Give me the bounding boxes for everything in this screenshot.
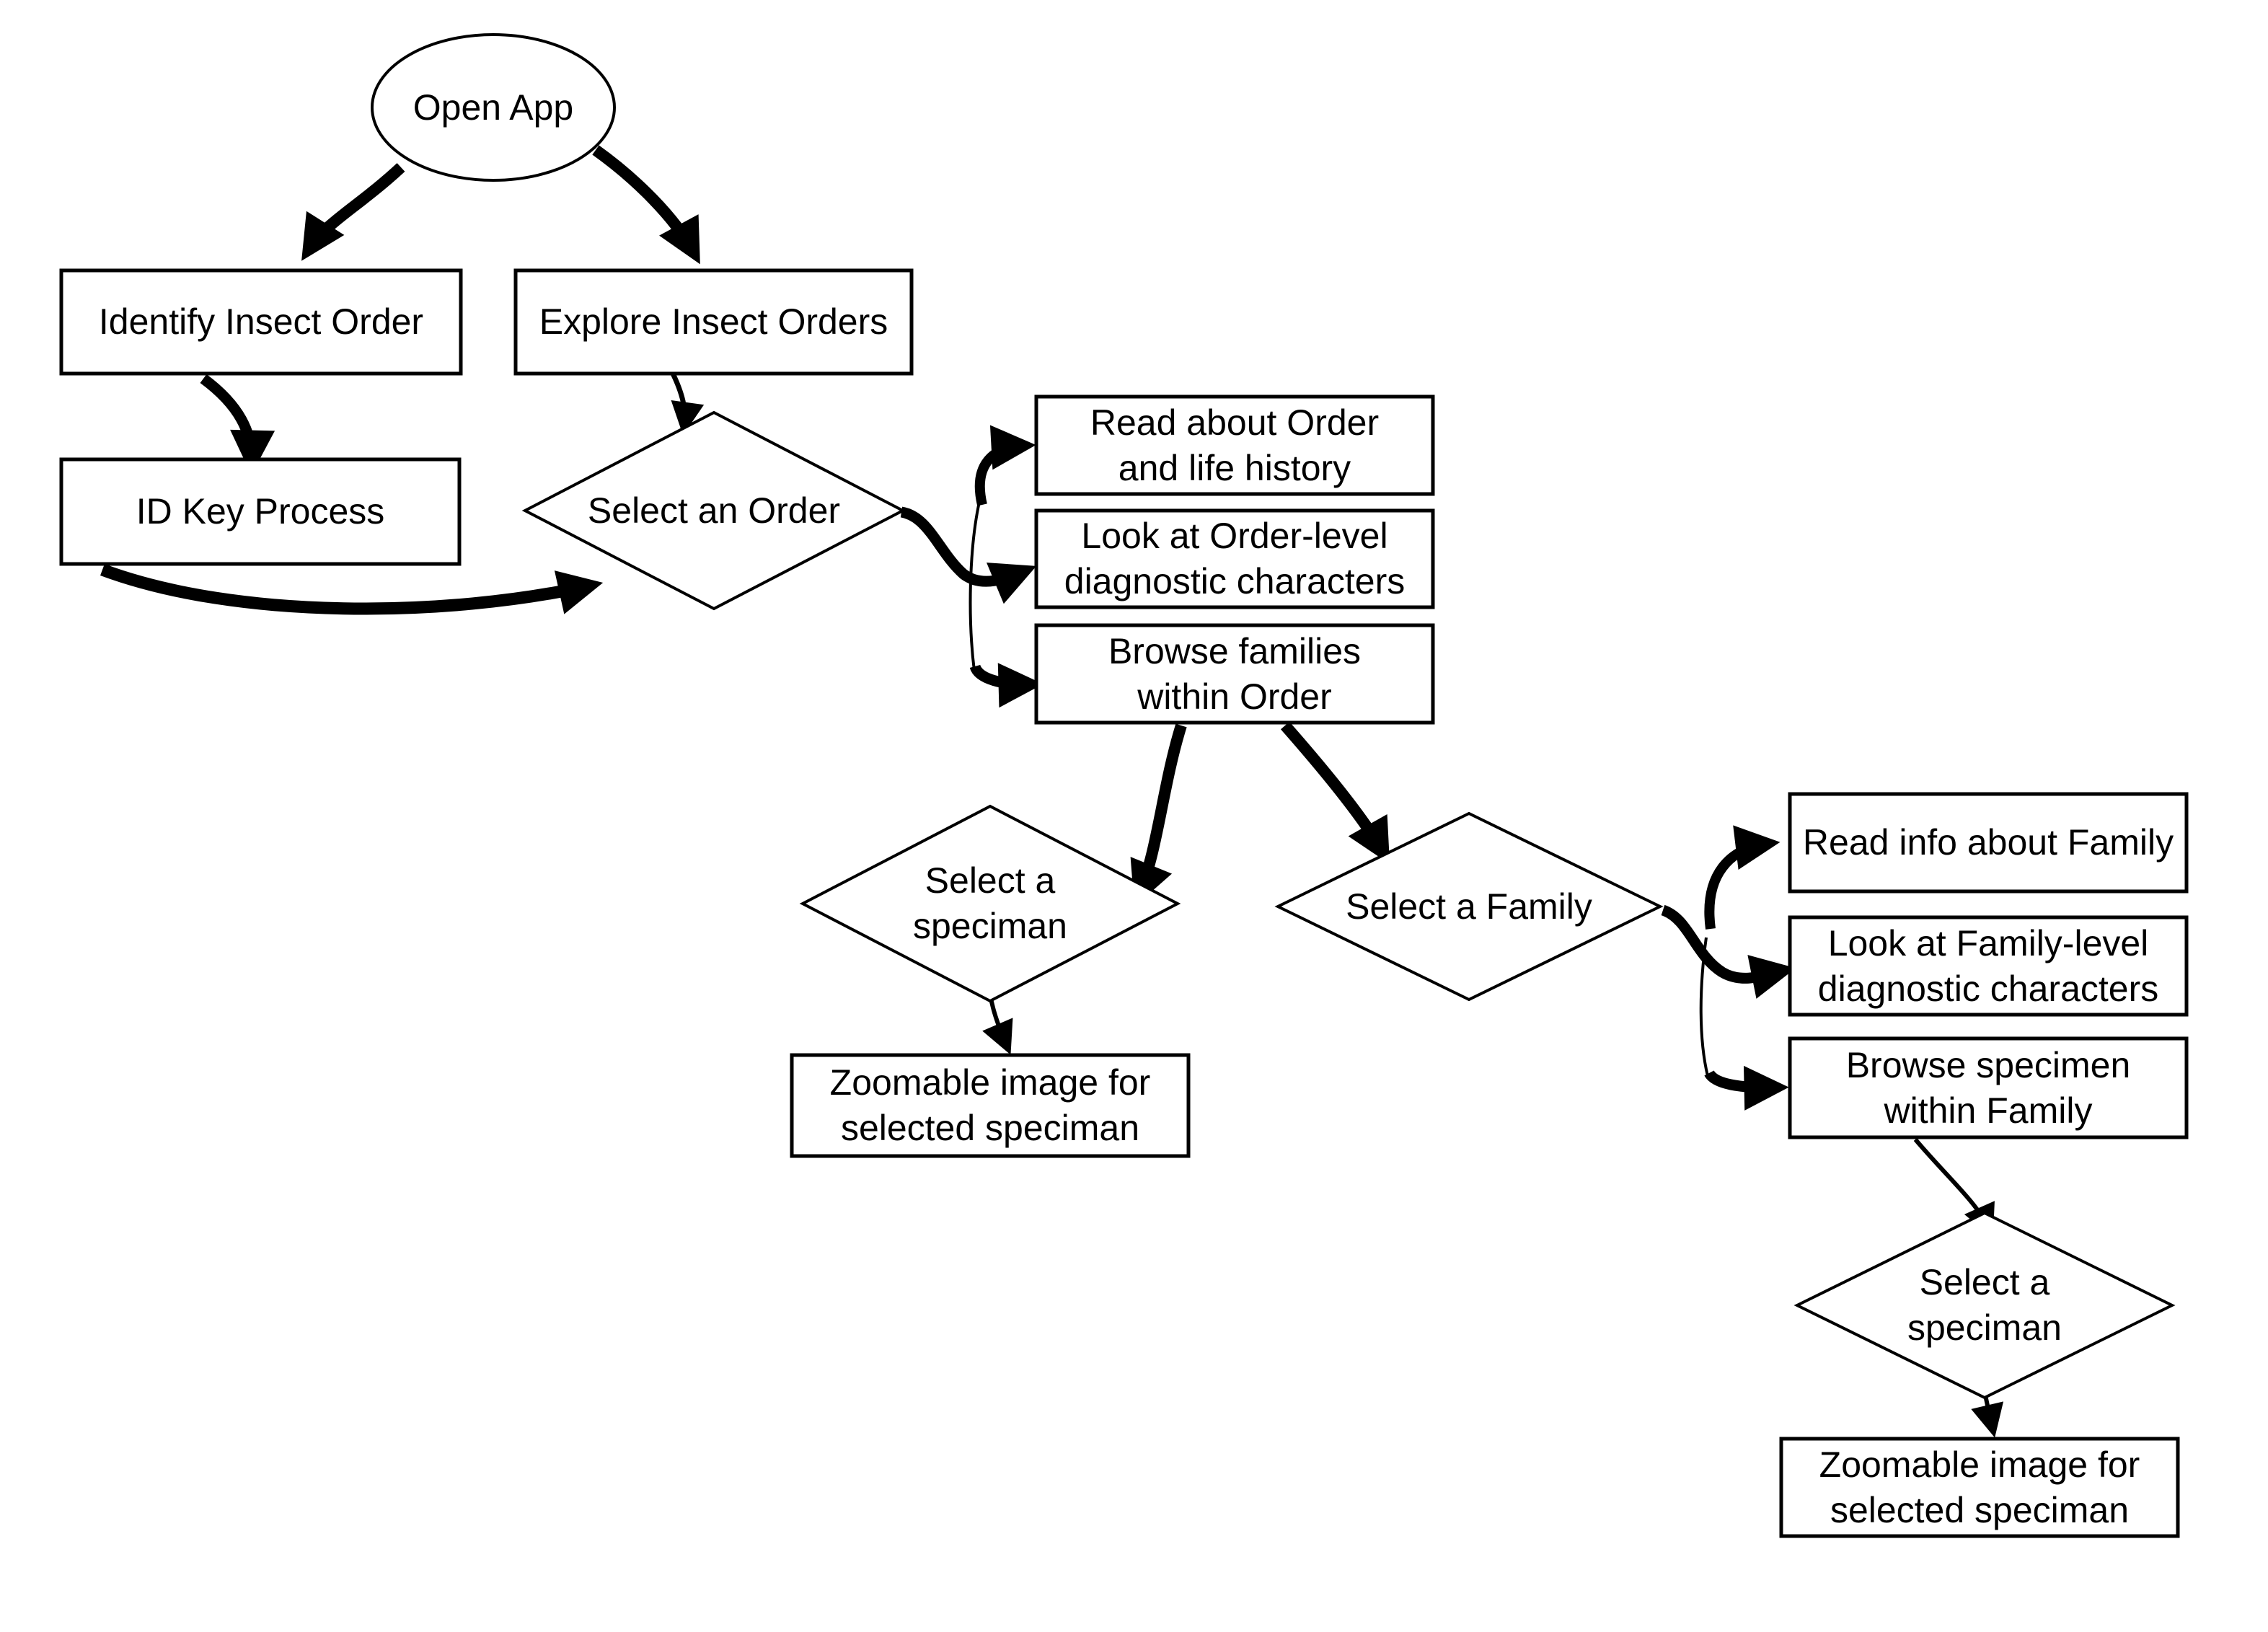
- arrow-select-family-to-look-family: [1661, 904, 1796, 999]
- shape-look-family-box: [1788, 915, 2189, 1017]
- shape-browse-specimen-box: [1788, 1036, 2189, 1139]
- shape-select-family-diamond: [1274, 811, 1664, 1002]
- arrow-select-order-to-look-order: [900, 506, 1037, 604]
- shape-open-app-ellipse: [371, 33, 616, 182]
- shape-select-speciman1-diamond: [799, 804, 1181, 1003]
- arrow-explore-to-select-order: [670, 372, 705, 436]
- shape-zoomable1-box: [790, 1053, 1191, 1158]
- shape-zoomable2-box: [1779, 1437, 2180, 1538]
- shape-explore-orders-box: [513, 268, 914, 376]
- shape-select-speciman2-diamond: [1793, 1211, 2176, 1400]
- arrow-select-order-to-browse-families: [969, 663, 1043, 708]
- shape-select-order-diamond: [521, 410, 906, 611]
- shape-read-family-box: [1788, 792, 2189, 894]
- arrow-browse-families-to-select-speciman: [1130, 723, 1187, 907]
- arrow-idkey-to-select-order: [100, 564, 604, 615]
- shape-read-order-box: [1034, 394, 1435, 496]
- arrow-select-family-to-browse-specimen: [1704, 1065, 1789, 1111]
- connector-select-order-vertical: [968, 501, 981, 671]
- shape-identify-order-box: [59, 268, 463, 376]
- arrow-select-family-to-read-family: [1704, 825, 1781, 930]
- shape-look-order-box: [1034, 508, 1435, 609]
- arrow-select-order-to-read-order: [974, 425, 1036, 506]
- arrow-identify-to-idkey: [200, 374, 275, 475]
- arrow-open-to-explore: [592, 145, 700, 265]
- shape-id-key-box: [59, 457, 462, 566]
- arrow-browse-families-to-select-family: [1280, 721, 1390, 865]
- shape-browse-families-box: [1034, 623, 1435, 725]
- arrow-open-to-identify: [301, 163, 405, 261]
